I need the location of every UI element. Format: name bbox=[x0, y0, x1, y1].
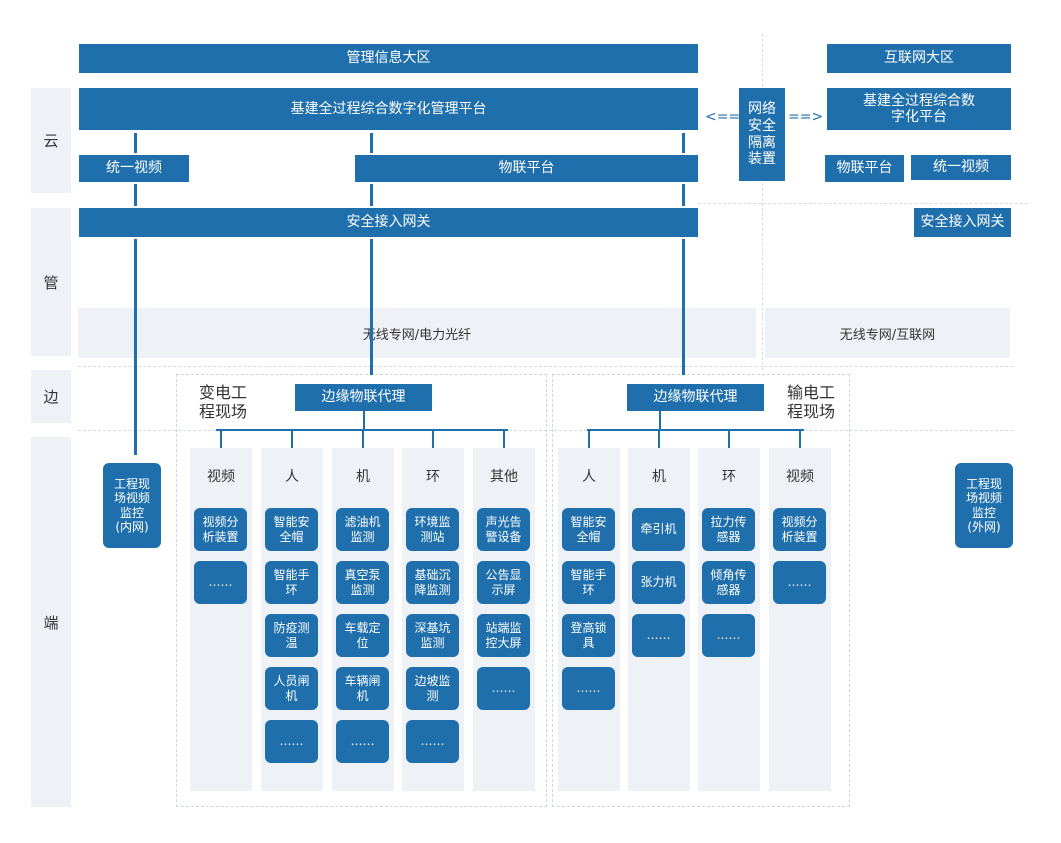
transmission-edge-proxy: 边缘物联代理 bbox=[627, 384, 764, 411]
device-item: 声光告警设备 bbox=[477, 508, 530, 551]
connector-line bbox=[134, 133, 137, 153]
device-item: 拉力传感器 bbox=[702, 508, 755, 551]
substation-site-label: 变电工程现场 bbox=[199, 383, 248, 422]
device-item: 登高锁具 bbox=[562, 614, 615, 657]
connector-line bbox=[370, 133, 373, 153]
network-band-right: 无线专网/互联网 bbox=[765, 308, 1010, 358]
device-item: 深基坑监测 bbox=[406, 614, 459, 657]
device-item: …… bbox=[773, 561, 826, 604]
connector-line bbox=[728, 430, 730, 448]
connector-line bbox=[220, 430, 222, 448]
connector-line bbox=[659, 411, 661, 430]
device-item: 人员闸机 bbox=[265, 667, 318, 710]
device-item: 基础沉降监测 bbox=[406, 561, 459, 604]
device-item: 智能安全帽 bbox=[562, 508, 615, 551]
column-title: 其他 bbox=[490, 469, 518, 485]
column-title: 环 bbox=[426, 469, 440, 485]
connector-line bbox=[503, 430, 505, 448]
layer-edge: 边 bbox=[31, 370, 71, 423]
isolation-right-arrow: ==> bbox=[788, 109, 824, 125]
layer-cloud: 云 bbox=[31, 88, 71, 193]
column-title: 视频 bbox=[207, 469, 235, 485]
device-item: 张力机 bbox=[632, 561, 685, 604]
device-item: 边坡监测 bbox=[406, 667, 459, 710]
device-item: 真空泵监测 bbox=[336, 561, 389, 604]
device-item: 环境监测站 bbox=[406, 508, 459, 551]
column-title: 环 bbox=[722, 469, 736, 485]
device-item: …… bbox=[632, 614, 685, 657]
device-item: 滤油机监测 bbox=[336, 508, 389, 551]
camera-internet: 工程现场视频监控(外网) bbox=[955, 463, 1013, 548]
device-item: 智能手环 bbox=[265, 561, 318, 604]
column-title: 人 bbox=[285, 469, 299, 485]
layer-pipe: 管 bbox=[31, 208, 71, 356]
device-item: 站端监控大屏 bbox=[477, 614, 530, 657]
column-title: 机 bbox=[652, 469, 666, 485]
device-item: 车辆闸机 bbox=[336, 667, 389, 710]
connector-line bbox=[370, 239, 373, 375]
connector-line bbox=[587, 429, 804, 431]
device-item: …… bbox=[265, 720, 318, 763]
device-item: 牵引机 bbox=[632, 508, 685, 551]
device-item: …… bbox=[336, 720, 389, 763]
connector-line bbox=[291, 430, 293, 448]
internet-zone-bar: 互联网大区 bbox=[827, 44, 1011, 73]
connector-line bbox=[134, 239, 137, 455]
connector-line bbox=[588, 430, 590, 448]
connector-line bbox=[799, 430, 801, 448]
internet-video-box: 统一视频 bbox=[911, 155, 1011, 180]
device-item: 视频分析装置 bbox=[773, 508, 826, 551]
connector-line bbox=[682, 239, 685, 375]
connector-line bbox=[658, 430, 660, 448]
device-item: 智能安全帽 bbox=[265, 508, 318, 551]
connector-line bbox=[134, 184, 137, 206]
column-title: 机 bbox=[356, 469, 370, 485]
internet-iot-box: 物联平台 bbox=[825, 155, 904, 182]
device-column bbox=[190, 448, 252, 791]
internet-platform-bar: 基建全过程综合数字化平台 bbox=[827, 88, 1011, 130]
device-item: 防疫测温 bbox=[265, 614, 318, 657]
mgmt-zone-bar: 管理信息大区 bbox=[79, 44, 698, 73]
device-item: …… bbox=[562, 667, 615, 710]
column-title: 人 bbox=[582, 469, 596, 485]
device-item: …… bbox=[702, 614, 755, 657]
device-item: 智能手环 bbox=[562, 561, 615, 604]
device-item: …… bbox=[477, 667, 530, 710]
isolation-left-arrow: <== bbox=[705, 109, 741, 125]
device-item: …… bbox=[194, 561, 247, 604]
device-column bbox=[769, 448, 831, 791]
connector-line bbox=[363, 411, 365, 430]
device-item: 车载定位 bbox=[336, 614, 389, 657]
device-item: 视频分析装置 bbox=[194, 508, 247, 551]
mgmt-platform-bar: 基建全过程综合数字化管理平台 bbox=[79, 88, 698, 130]
column-title: 视频 bbox=[786, 469, 814, 485]
connector-line bbox=[370, 184, 373, 206]
device-item: 倾角传感器 bbox=[702, 561, 755, 604]
connector-line bbox=[682, 184, 685, 206]
layer-end: 端 bbox=[31, 437, 71, 807]
camera-intranet: 工程现场视频监控(内网) bbox=[103, 463, 161, 548]
connector-line bbox=[362, 430, 364, 448]
device-item: 公告显示屏 bbox=[477, 561, 530, 604]
internet-gateway-box: 安全接入网关 bbox=[914, 208, 1011, 237]
substation-edge-proxy: 边缘物联代理 bbox=[295, 384, 432, 411]
isolation-device: 网络安全隔离装置 bbox=[739, 88, 785, 181]
unified-video-box: 统一视频 bbox=[79, 155, 189, 182]
iot-platform-box: 物联平台 bbox=[355, 155, 698, 182]
connector-line bbox=[682, 133, 685, 153]
network-band-left: 无线专网/电力光纤 bbox=[78, 308, 756, 358]
connector-line bbox=[432, 430, 434, 448]
transmission-site-label: 输电工程现场 bbox=[787, 383, 836, 422]
device-item: …… bbox=[406, 720, 459, 763]
security-gateway-bar: 安全接入网关 bbox=[79, 208, 698, 237]
